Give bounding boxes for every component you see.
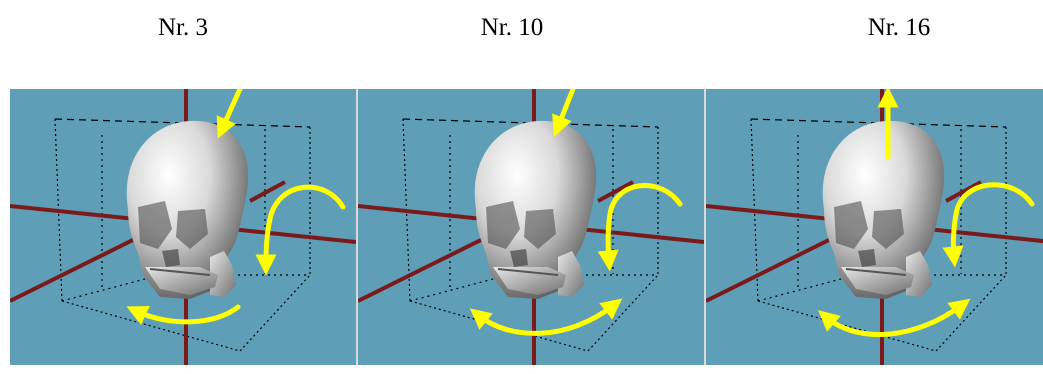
skull-panel-nr16: [706, 89, 1043, 365]
arrow-rotate-side-icon: [608, 186, 680, 261]
arrow-rotate-side-icon: [266, 187, 343, 265]
arrow-down-diagonal-icon: [558, 89, 573, 127]
panel-label-nr3: Nr. 3: [83, 14, 283, 42]
panel-label-nr16: Nr. 16: [799, 14, 999, 42]
arrow-rotate-bottom-icon: [478, 305, 614, 333]
skull-panel-nr3: [10, 89, 356, 365]
panel-label-nr10: Nr. 10: [412, 14, 612, 42]
skull-3d-icon: [706, 89, 1043, 365]
arrow-rotate-side-icon: [953, 185, 1032, 257]
skull-3d-icon: [358, 89, 704, 365]
arrow-rotate-bottom-icon: [826, 305, 962, 335]
arrow-down-diagonal-icon: [222, 89, 240, 129]
skull-panel-nr10: [358, 89, 704, 365]
